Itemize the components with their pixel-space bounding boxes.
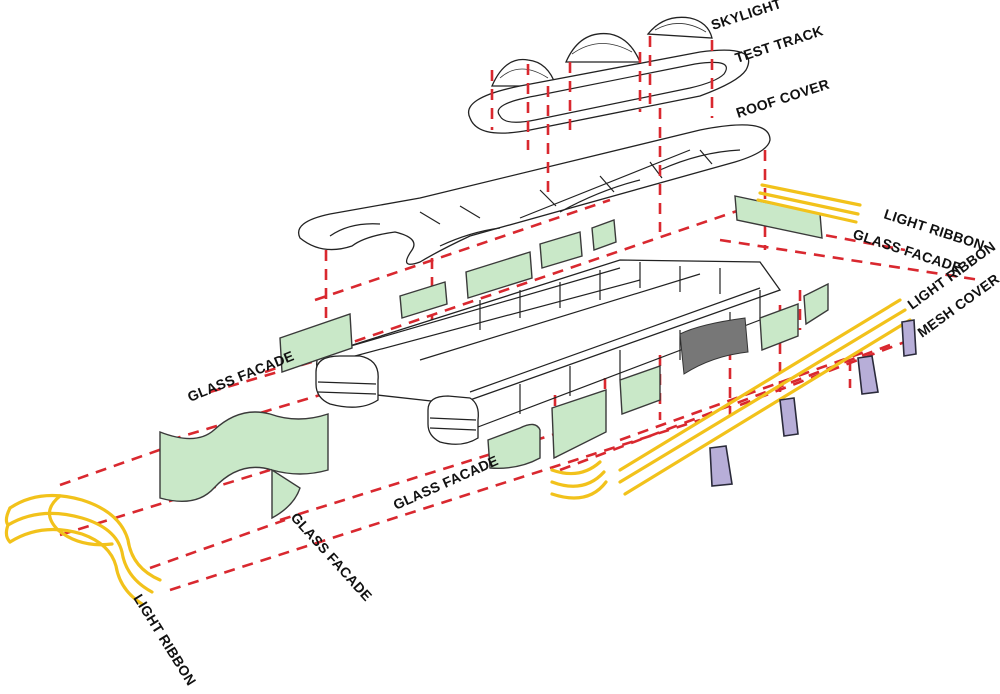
label-light-ribbon-bottom: LIGHT RIBBON	[130, 591, 199, 688]
building-core	[315, 259, 782, 445]
label-glass-facade-center: GLASS FACADE	[391, 452, 501, 513]
label-skylight: SKYLIGHT	[709, 0, 784, 33]
roof-cover	[298, 124, 771, 265]
light-ribbons	[4, 183, 912, 606]
mesh-covers	[709, 319, 917, 487]
label-mesh-cover: MESH COVER	[914, 270, 1000, 340]
label-glass-facade-bottom: GLASS FACADE	[288, 509, 376, 604]
skylight	[491, 16, 713, 87]
label-glass-facade-left: GLASS FACADE	[185, 348, 296, 405]
label-test-track: TEST TRACK	[733, 22, 825, 66]
projection-lines	[59, 36, 981, 592]
label-roof-cover: ROOF COVER	[734, 76, 831, 121]
